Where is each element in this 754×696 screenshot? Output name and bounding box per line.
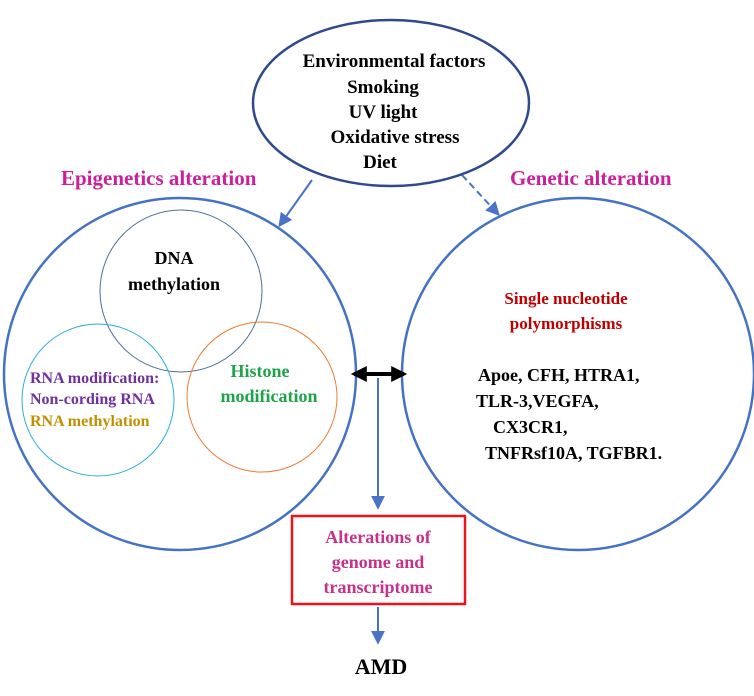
arrow-to-genetic	[461, 174, 500, 217]
rna-methylation-label: RNA methylation	[30, 413, 150, 430]
genes-line-1: Apoe, CFH, HTRA1,	[478, 365, 640, 385]
factor-uv-light: UV light	[348, 102, 418, 123]
amd-label: AMD	[354, 654, 408, 679]
alterations-line-1: Alterations of	[325, 527, 431, 547]
dna-methylation-circle	[99, 209, 263, 373]
genes-line-4: TNFRsf10A, TGFBR1.	[485, 443, 663, 463]
histone-circle	[186, 321, 338, 473]
environment-title: Environmental factors	[302, 51, 486, 72]
methylation-label: methylation	[128, 274, 220, 294]
genes-line-3: CX3CR1,	[493, 417, 568, 437]
epigenetics-heading: Epigenetics alteration	[61, 166, 257, 190]
genes-line-2: TLR-3,VEGFA,	[476, 391, 599, 411]
alterations-line-3: transcriptome	[323, 577, 433, 597]
factor-smoking: Smoking	[347, 77, 419, 98]
rna-modification-label: RNA modification:	[30, 370, 160, 387]
alterations-line-2: genome and	[331, 552, 425, 572]
snp-line-1: Single nucleotide	[504, 289, 628, 308]
snp-line-2: polymorphisms	[509, 314, 623, 333]
histone-modification-label: modification	[220, 386, 318, 406]
arrow-to-epigenetics	[278, 179, 313, 228]
factor-oxidative-stress: Oxidative stress	[330, 127, 460, 148]
environment-ellipse	[251, 18, 531, 188]
genetic-heading: Genetic alteration	[510, 166, 672, 190]
alterations-box	[290, 514, 467, 606]
non-coding-rna-label: Non-cording RNA	[30, 391, 155, 408]
dna-label: DNA	[154, 248, 194, 268]
rna-circle	[21, 323, 175, 477]
factor-diet: Diet	[363, 152, 397, 173]
histone-label: Histone	[230, 361, 290, 381]
